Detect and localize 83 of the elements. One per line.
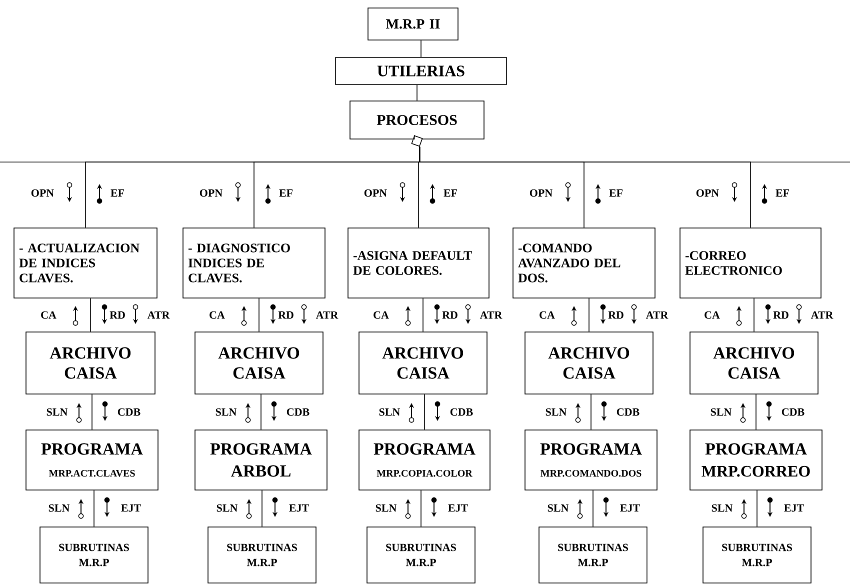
connector-line xyxy=(424,394,425,430)
flow-label: SLN xyxy=(216,504,238,512)
flow-label: SLN xyxy=(376,504,397,512)
flow-label: CA xyxy=(704,311,720,319)
flow-label: SLN xyxy=(546,408,567,416)
process-box: PROGRAMA MRP.COMANDO.DOS xyxy=(524,430,658,490)
flow-label: OPN xyxy=(31,189,54,197)
flow-label: CDB xyxy=(616,408,640,416)
flow-label: EJT xyxy=(289,504,309,512)
process-box: SUBRUTINAS M.R.P xyxy=(538,526,648,584)
process-box: SUBRUTINAS M.R.P xyxy=(366,526,476,584)
flow-label: CDB xyxy=(450,408,473,416)
process-box: ARCHIVO CAISA xyxy=(358,332,488,394)
connector-line xyxy=(422,298,424,332)
flow-label: EF xyxy=(776,189,790,197)
flow-label: EF xyxy=(444,189,457,197)
flow-label: OPN xyxy=(530,189,552,197)
flow-label: EF xyxy=(110,189,124,197)
connector-line xyxy=(420,490,422,527)
connector-line xyxy=(260,394,262,430)
connector-line xyxy=(258,298,260,332)
process-box: PROGRAMA MRP.CORREO xyxy=(690,430,822,490)
flow-label: CA xyxy=(374,311,389,319)
flow-label: SLN xyxy=(216,408,237,416)
flow-label: EJT xyxy=(784,504,804,512)
flow-label: ATR xyxy=(480,311,502,319)
flow-label: CDB xyxy=(782,408,804,416)
process-box: -CORREO ELECTRONICO xyxy=(680,228,822,298)
flow-label: EF xyxy=(279,189,292,197)
process-box: PROGRAMA MRP.ACT.CLAVES xyxy=(26,430,158,490)
flow-label: RD xyxy=(773,311,788,319)
process-box: ARCHIVO CAISA xyxy=(690,332,818,394)
flow-label: SLN xyxy=(712,504,733,512)
flow-label: CDB xyxy=(118,408,140,416)
connector-line xyxy=(588,298,590,332)
connector-line xyxy=(414,134,415,140)
process-box: SUBRUTINAS M.R.P xyxy=(40,526,148,584)
flow-label: SLN xyxy=(379,408,400,416)
connector-line xyxy=(416,84,418,101)
flow-label: OPN xyxy=(696,189,719,197)
flow-label: CA xyxy=(540,311,555,319)
flow-label: SLN xyxy=(46,408,68,416)
connector-line xyxy=(90,298,91,332)
flow-label: RD xyxy=(278,311,294,319)
flow-label: CA xyxy=(210,311,225,319)
process-box: PROGRAMA MRP.COPIA.COLOR xyxy=(358,430,490,490)
connector-line xyxy=(592,490,594,527)
process-box: - ACTUALIZACION DE INDICES CLAVES. xyxy=(14,228,158,298)
process-box: SUBRUTINAS M.R.P xyxy=(208,526,316,584)
flow-label: SLN xyxy=(48,504,70,512)
flow-label: RD xyxy=(110,311,125,319)
process-box: M.R.P II xyxy=(368,8,458,40)
flow-label: RD xyxy=(608,311,624,319)
process-box: ARCHIVO CAISA xyxy=(194,332,324,394)
process-box: PROGRAMA ARBOL xyxy=(194,430,328,490)
flow-label: OPN xyxy=(200,189,222,197)
flow-label: ATR xyxy=(316,311,338,319)
process-box: ARCHIVO CAISA xyxy=(524,332,654,394)
flow-label: EJT xyxy=(121,504,141,512)
flow-label: EJT xyxy=(620,504,640,512)
flow-label: ATR xyxy=(810,311,834,319)
process-box: -COMANDO AVANZADO DEL DOS. xyxy=(512,228,656,298)
flow-label: CA xyxy=(41,311,56,319)
flow-label: ATR xyxy=(646,311,668,319)
junction-diamond xyxy=(411,135,423,147)
process-box: PROCESOS xyxy=(350,100,484,140)
process-box: -ASIGNA DEFAULT DE COLORES. xyxy=(348,228,490,298)
flow-label: SLN xyxy=(710,408,732,416)
connector-line xyxy=(590,394,592,430)
process-box: ARCHIVO CAISA xyxy=(26,332,156,394)
flow-label: EF xyxy=(609,189,623,197)
connector-line xyxy=(419,146,751,228)
connector-line xyxy=(756,490,758,527)
flow-label: EJT xyxy=(448,504,468,512)
connector-line xyxy=(420,40,422,58)
process-box: - DIAGNOSTICO INDICES DE CLAVES. xyxy=(182,228,326,298)
flow-label: OPN xyxy=(364,189,387,197)
flow-label: ATR xyxy=(147,311,170,319)
flow-label: CDB xyxy=(286,408,310,416)
flow-label: RD xyxy=(442,311,458,319)
flow-label: SLN xyxy=(548,504,569,512)
process-box: UTILERIAS xyxy=(335,57,507,85)
process-box: SUBRUTINAS M.R.P xyxy=(702,526,812,584)
